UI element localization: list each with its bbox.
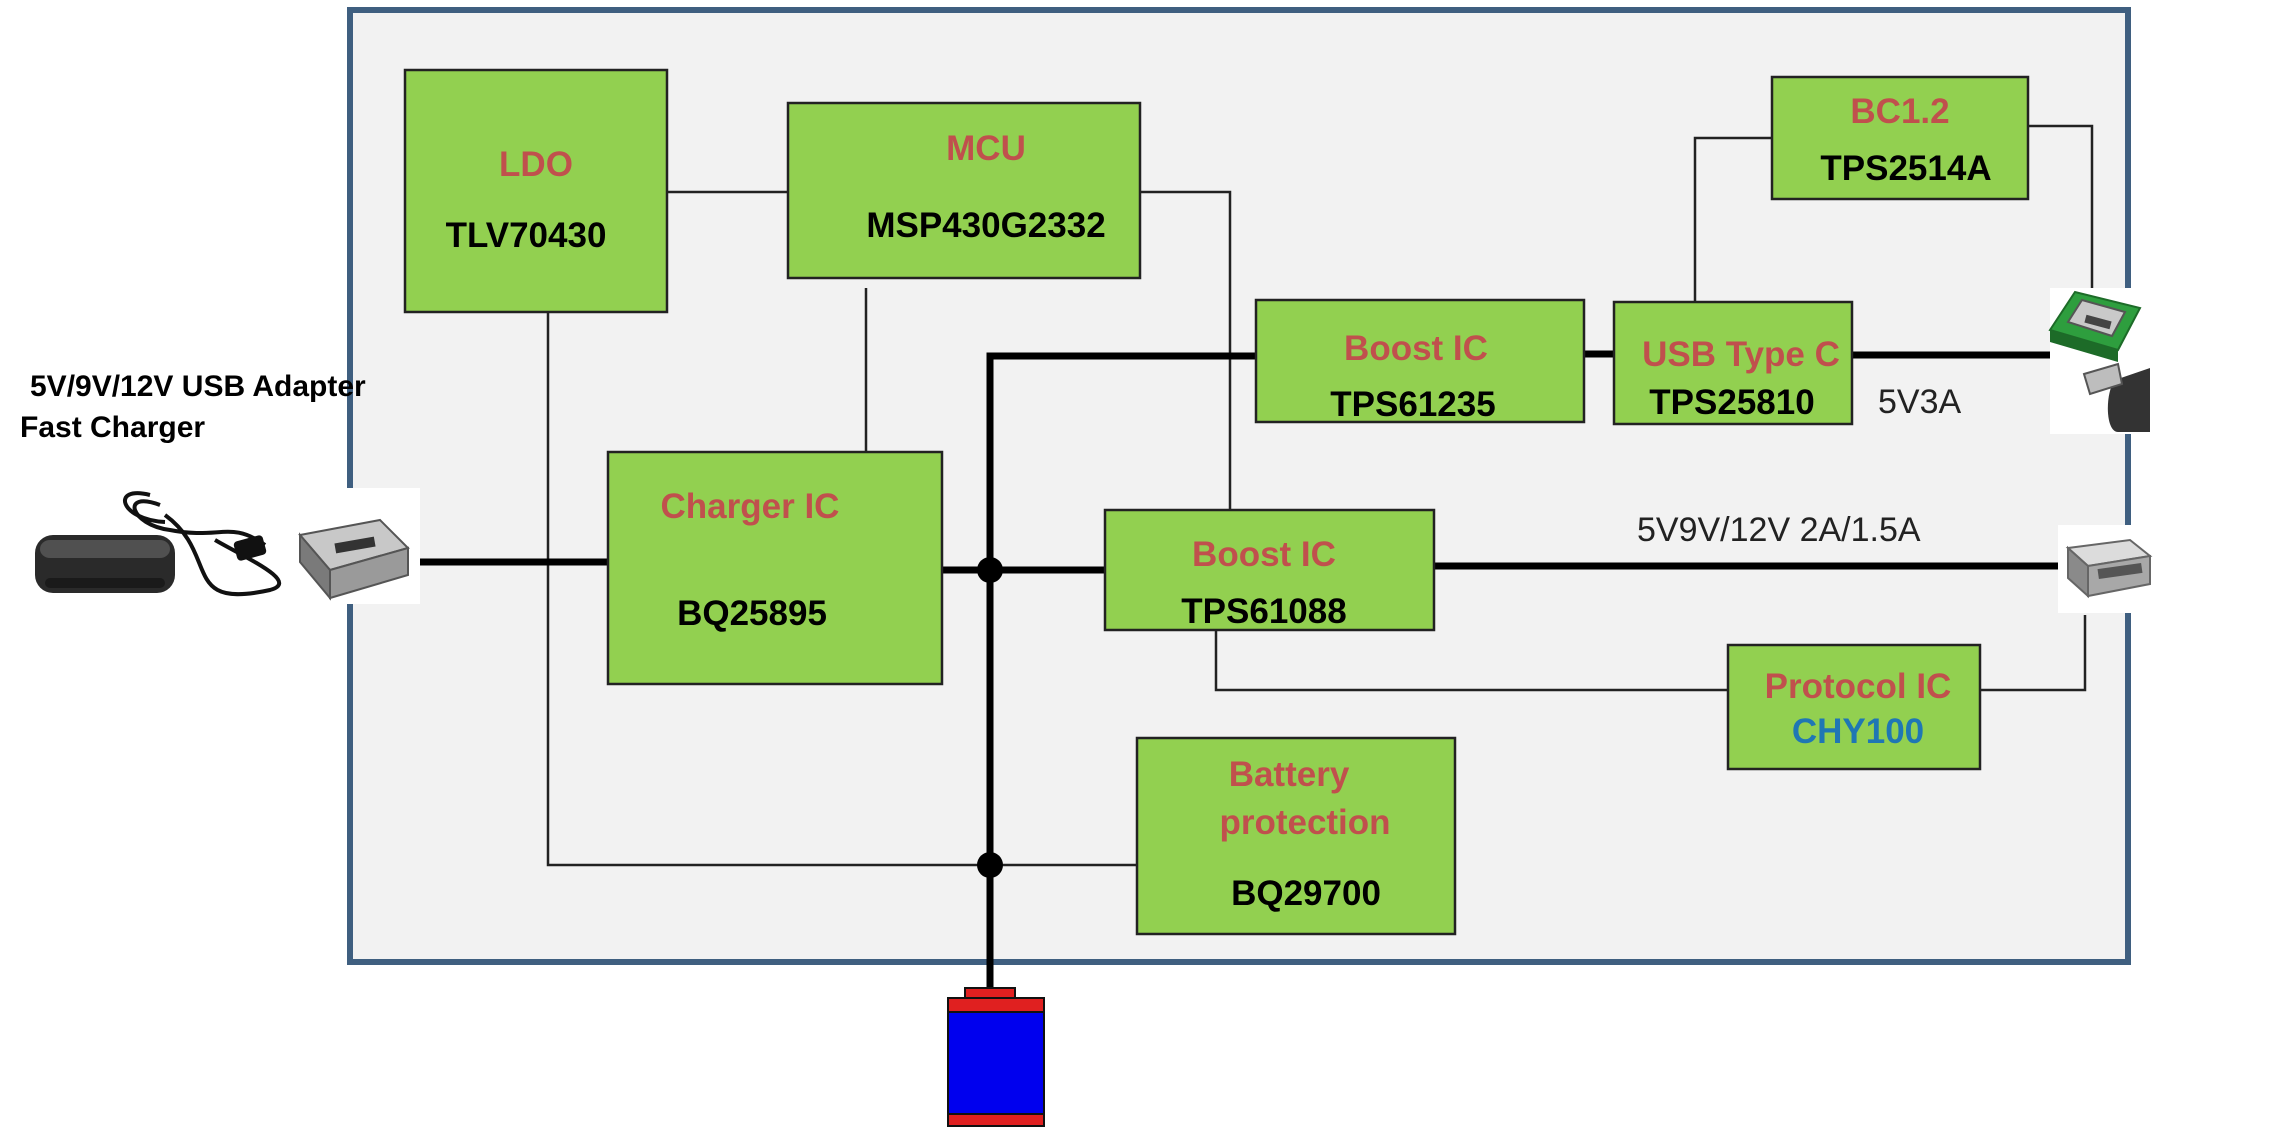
type-c-output-label: 5V3A xyxy=(1878,383,1961,421)
block-boost-2-title: Boost IC xyxy=(1192,535,1336,574)
block-boost-1-part: TPS61235 xyxy=(1330,385,1495,424)
block-ldo: LDO TLV70430 xyxy=(403,68,669,314)
power-lines xyxy=(420,350,2062,990)
block-charger-title: Charger IC xyxy=(661,487,840,526)
block-mcu: MCU MSP430G2332 xyxy=(786,101,1142,280)
block-mcu-title: MCU xyxy=(946,129,1026,168)
block-bc12-part: TPS2514A xyxy=(1820,149,1991,188)
block-battery-protection: Battery protection BQ29700 xyxy=(1135,736,1457,936)
junction-dot-charger xyxy=(977,557,1003,583)
block-boost-2-part: TPS61088 xyxy=(1181,592,1346,631)
signal-lines xyxy=(546,124,2094,867)
junction-dot-battery xyxy=(977,852,1003,878)
block-bc12-title: BC1.2 xyxy=(1850,92,1949,131)
battery-cell-icon xyxy=(947,987,1045,1127)
block-protocol-ic-part: CHY100 xyxy=(1792,712,1924,751)
block-charger: Charger IC BQ25895 xyxy=(606,450,944,686)
block-protocol-ic: Protocol IC CHY100 xyxy=(1726,643,1982,771)
usb-type-a-connector-icon xyxy=(2058,525,2153,613)
micro-usb-port-icon xyxy=(290,488,420,604)
block-ldo-part: TLV70430 xyxy=(446,216,607,255)
wall-adapter-icon xyxy=(35,491,281,597)
block-boost-1: Boost IC TPS61235 xyxy=(1254,298,1586,424)
block-charger-part: BQ25895 xyxy=(677,594,827,633)
block-ldo-title: LDO xyxy=(499,145,573,184)
usb-type-c-connector-icon xyxy=(2048,288,2150,434)
block-battery-protection-part: BQ29700 xyxy=(1231,874,1381,913)
block-boost-2: Boost IC TPS61088 xyxy=(1103,508,1436,632)
adapter-label-line-1: 5V/9V/12V USB Adapter xyxy=(30,370,366,403)
block-bc12: BC1.2 TPS2514A xyxy=(1770,75,2030,201)
type-a-output-label: 5V9V/12V 2A/1.5A xyxy=(1637,511,1921,549)
block-protocol-ic-title: Protocol IC xyxy=(1765,667,1952,706)
block-usb-type-c-title: USB Type C xyxy=(1642,335,1840,374)
adapter-label-line-2: Fast Charger xyxy=(20,411,205,444)
block-usb-type-c: USB Type C TPS25810 xyxy=(1612,300,1854,426)
block-battery-protection-title-1: Battery xyxy=(1229,755,1350,794)
block-battery-protection-title-2: protection xyxy=(1219,803,1390,842)
block-boost-1-title: Boost IC xyxy=(1344,329,1488,368)
block-usb-type-c-part: TPS25810 xyxy=(1649,383,1814,422)
block-mcu-part: MSP430G2332 xyxy=(866,206,1105,245)
